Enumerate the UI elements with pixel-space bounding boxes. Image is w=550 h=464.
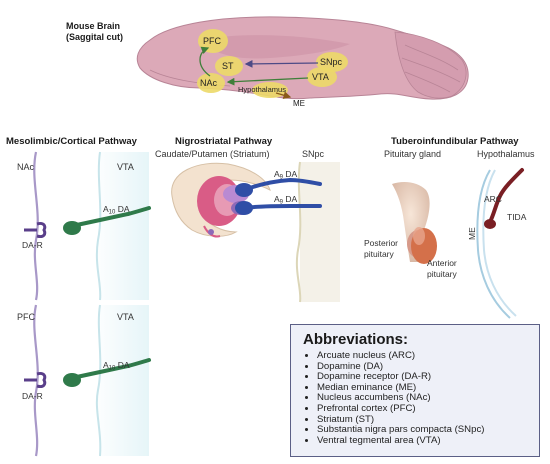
abbreviations-title: Abbreviations: (303, 331, 409, 348)
posterior-label-2: pituitary (364, 249, 395, 259)
brain-title-line2: (Saggital cut) (66, 32, 123, 42)
label-me: ME (293, 99, 305, 108)
panel2-right-label: VTA (117, 312, 134, 322)
a10-da-neuron-2 (70, 358, 151, 380)
nigrostriatal-title: Nigrostriatal Pathway (175, 136, 273, 147)
tida-label: TIDA (507, 212, 527, 222)
label-nac: NAc (200, 78, 218, 88)
panel2-neuron-label: A10 DA (103, 360, 130, 372)
abbreviation-item: Striatum (ST) (317, 414, 529, 426)
label-vta: VTA (312, 72, 329, 82)
label-snpc: SNpc (320, 57, 343, 67)
snpc-membrane (295, 161, 302, 303)
abbreviation-item: Dopamine (DA) (317, 361, 529, 373)
posterior-label-1: Posterior (364, 238, 398, 248)
mesolimbic-title: Mesolimbic/Cortical Pathway (6, 136, 138, 147)
vta-membrane-2 (95, 304, 102, 457)
panel1-receptor-label: DA-R (22, 240, 43, 250)
anterior-label-2: pituitary (427, 269, 458, 279)
a9-da-neuron-1 (242, 177, 322, 192)
tida-terminal (484, 219, 496, 229)
nigrostriatal-subtitle: Caudate/Putamen (Striatum) (155, 149, 270, 159)
mouse-brain-illustration: PFC ST SNpc NAc VTA Hypothalamus ME (136, 16, 469, 108)
abbreviation-item: Substantia nigra pars compacta (SNpc) (317, 425, 529, 436)
brain-title-line1: Mouse Brain (66, 21, 120, 31)
pfc-membrane (33, 304, 39, 457)
me-membrane-outer (476, 169, 511, 319)
mesolimbic-panel-nac: NAc VTA DA-R A10 DA (6, 151, 151, 301)
abbreviation-item: Nucleus accumbens (NAc) (317, 393, 529, 404)
a9-da-neuron-2 (242, 204, 322, 210)
me-label: ME (467, 227, 477, 240)
abbreviations-box: Abbreviations: Arcuate nucleus (ARC) Dop… (290, 324, 540, 457)
tubero-hypothalamus-label: Hypothalamus (477, 149, 535, 159)
mesolimbic-arrow (226, 77, 309, 86)
da-receptor (24, 222, 47, 238)
panel1-neuron-label: A10 DA (103, 204, 130, 216)
region-st (215, 56, 243, 76)
pituitary-illustration (392, 182, 437, 264)
a9-terminal-2 (235, 201, 253, 215)
tuberoinfundibular-arrow (275, 91, 292, 99)
mesolimbic-panel-pfc: PFC VTA DA-R A10 DA (17, 304, 151, 457)
a10-da-terminal (63, 221, 81, 235)
da-receptor-2 (24, 372, 47, 388)
nac-membrane (33, 151, 39, 301)
panel1-left-label: NAc (17, 162, 35, 172)
abbreviation-item: Arcuate nucleus (ARC) (317, 350, 529, 362)
panel1-right-label: VTA (117, 162, 134, 172)
panel2-left-label: PFC (17, 312, 36, 322)
abbreviation-item: Dopamine receptor (DA-R) (317, 372, 529, 383)
abbreviation-item: Prefrontal cortex (PFC) (317, 403, 529, 415)
nigrostriatal-arrow (244, 60, 319, 68)
label-hypothalamus: Hypothalamus (238, 85, 286, 94)
a10-da-terminal-2 (63, 373, 81, 387)
tida-neuron (488, 168, 524, 224)
me-membrane-inner (482, 169, 517, 317)
vta-cell-region (96, 152, 149, 300)
arc-label: ARC (484, 194, 502, 204)
a9-label-2: A9 DA (274, 194, 298, 206)
mesocortical-arrow (199, 46, 211, 77)
nigrostriatal-snpc-label: SNpc (302, 149, 325, 159)
a9-terminal-1 (235, 183, 253, 197)
anterior-label-1: Anterior (427, 258, 457, 268)
abbreviation-item: Ventral tegmental area (VTA) (317, 435, 529, 447)
pituitary-gland-label: Pituitary gland (384, 149, 441, 159)
vta-membrane (95, 151, 102, 301)
vta-cell-region-2 (96, 305, 149, 456)
abbreviation-item: Median eminance (ME) (317, 382, 529, 394)
label-st: ST (222, 61, 234, 71)
region-snpc (316, 52, 348, 72)
a9-label-1: A9 DA (274, 169, 298, 181)
a10-da-neuron (70, 206, 151, 228)
cortex-fold (200, 35, 350, 59)
panel2-receptor-label: DA-R (22, 391, 43, 401)
median-eminence-illustration (476, 168, 524, 319)
nigrostriatal-panel: A9 DA A9 DA (171, 161, 340, 303)
tubero-title: Tuberoinfundibular Pathway (391, 136, 519, 147)
abbreviations-list: Arcuate nucleus (ARC) Dopamine (DA) Dopa… (303, 350, 529, 447)
label-pfc: PFC (203, 36, 222, 46)
region-nac (197, 73, 225, 93)
region-vta (307, 67, 337, 87)
